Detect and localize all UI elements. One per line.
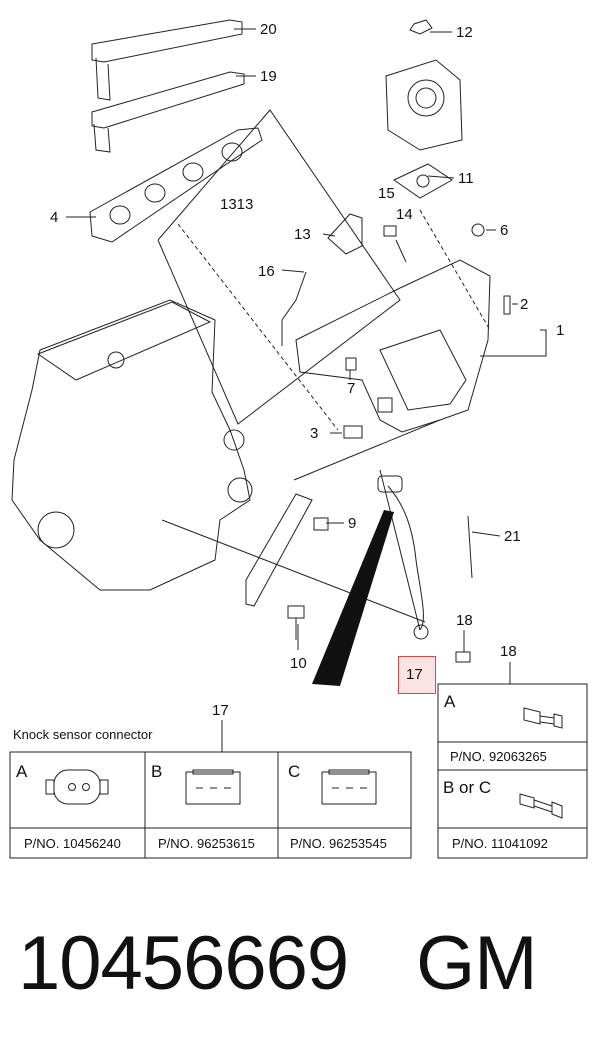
connector-letter-a: A: [16, 762, 28, 781]
callout-17-table: 17: [212, 702, 229, 719]
callout-13: 13: [294, 226, 311, 243]
bolt-letter-a: A: [444, 692, 456, 711]
connector-letter-b: B: [151, 762, 163, 781]
bolt-letter-b-or-c: B or C: [443, 778, 492, 797]
callout-18: 18: [456, 612, 473, 629]
connector-part-no-c: P/NO. 96253545: [290, 836, 387, 851]
connector-part-no-b: P/NO. 96253615: [158, 836, 255, 851]
callout-18-table: 18: [500, 643, 517, 660]
footer-part-number: 10456669: [18, 921, 349, 1006]
callout-7: 7: [347, 380, 356, 397]
callout-19: 19: [260, 68, 277, 85]
highlight-box-17: [398, 656, 436, 694]
callout-11: 11: [458, 170, 474, 187]
bolt-part-no-b-or-c: P/NO. 11041092: [452, 836, 548, 851]
callout-2: 2: [520, 296, 529, 313]
callout-21: 21: [504, 528, 521, 545]
callout-20: 20: [260, 21, 277, 38]
callout-15: 15: [378, 185, 395, 202]
callout-1313: 1313: [220, 196, 254, 213]
callout-10: 10: [290, 655, 307, 672]
footer-caption: 10456669 GM: [18, 916, 588, 1012]
callout-4: 4: [50, 209, 59, 226]
callout-16: 16: [258, 263, 275, 280]
connector-table-title: Knock sensor connector: [13, 727, 153, 742]
callout-17-highlight: 17: [406, 666, 423, 683]
callout-1: 1: [556, 322, 565, 339]
callout-9: 9: [348, 515, 357, 532]
callout-3: 3: [310, 425, 319, 442]
bolt-part-no-a: P/NO. 92063265: [450, 749, 547, 764]
callout-14: 14: [396, 206, 413, 223]
footer-brand: GM: [416, 921, 537, 1006]
callout-12: 12: [456, 24, 473, 41]
callout-6: 6: [500, 222, 509, 239]
exploded-parts-diagram: [9, 19, 588, 859]
connector-part-no-a: P/NO. 10456240: [24, 836, 121, 851]
connector-letter-c: C: [288, 762, 301, 781]
